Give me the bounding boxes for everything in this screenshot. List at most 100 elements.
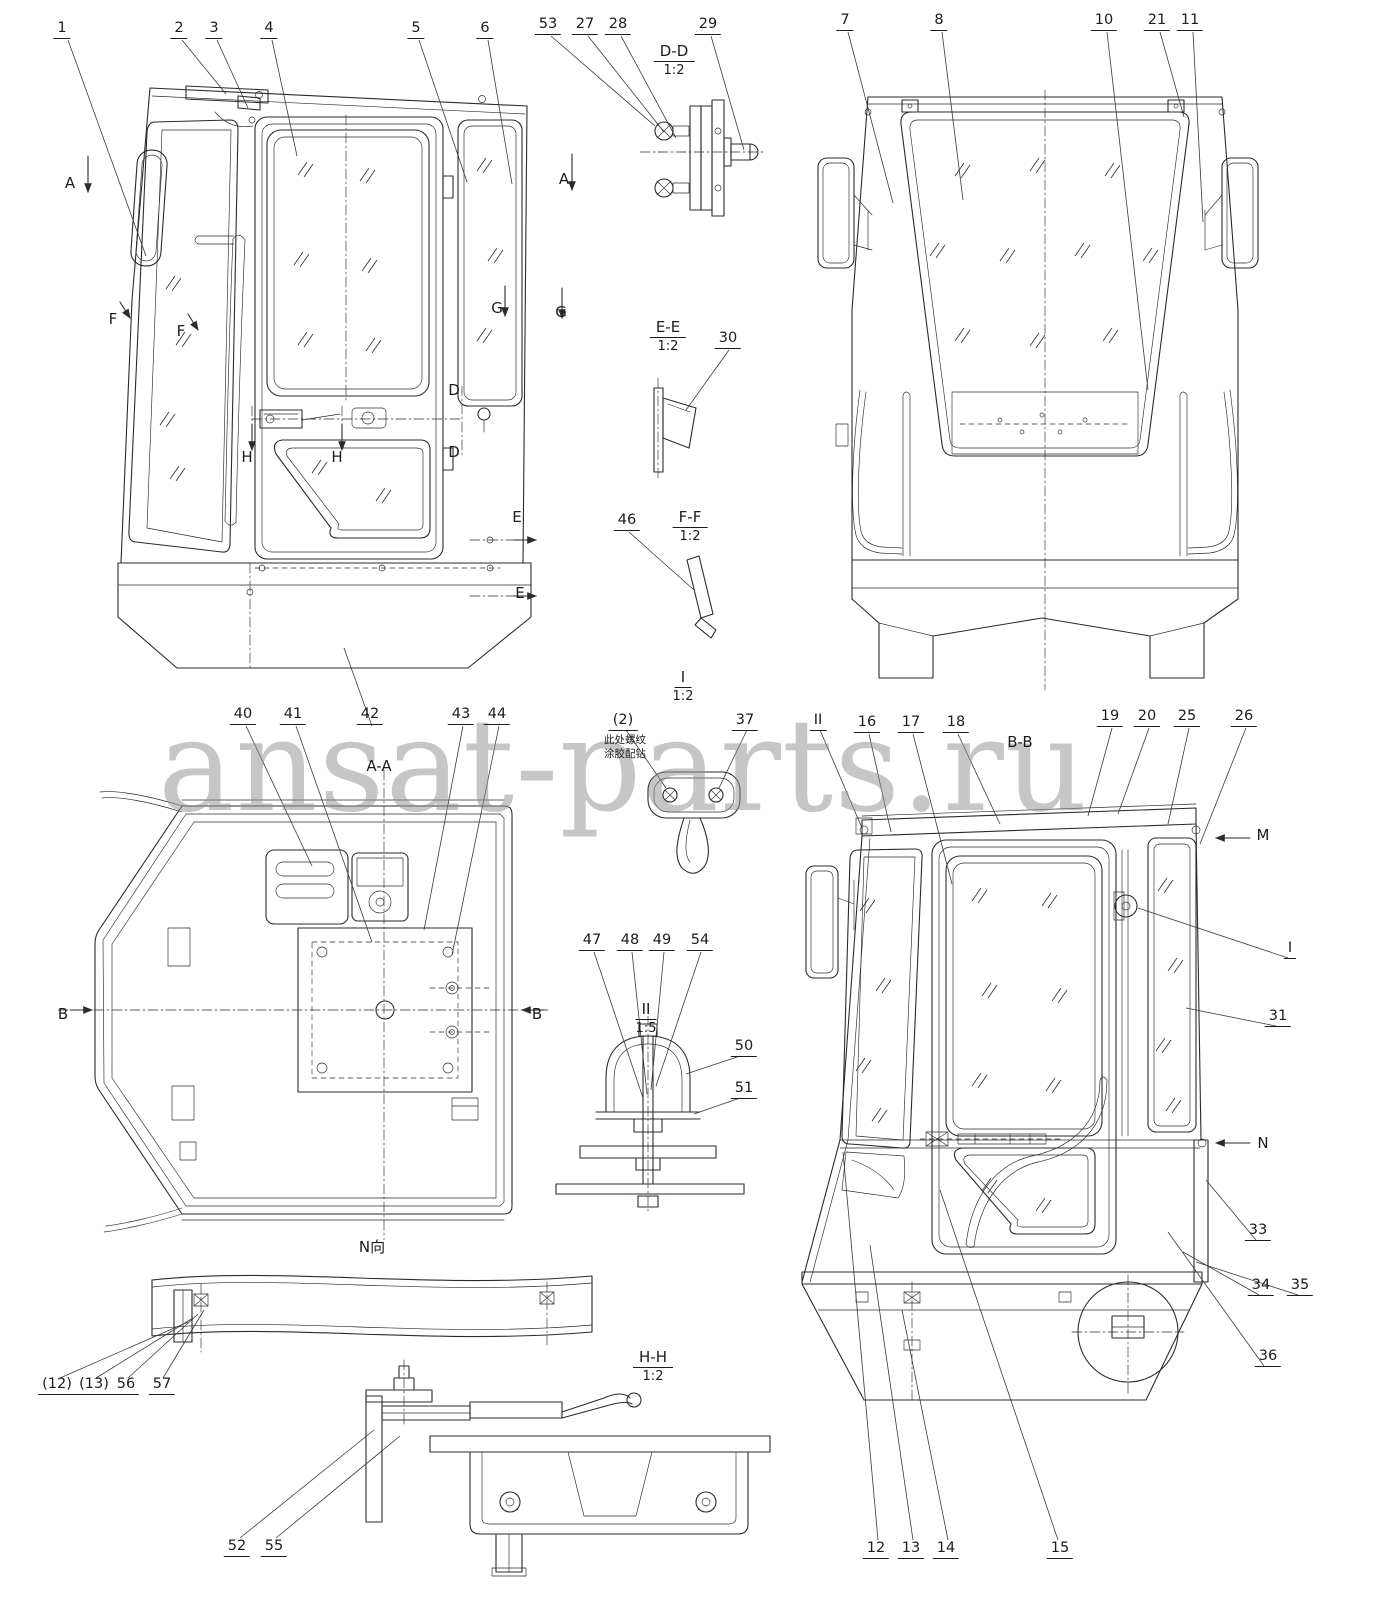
section-marker-A: A	[558, 170, 570, 188]
view-title-label: B-B	[1007, 733, 1033, 751]
callout-28: 28	[604, 16, 632, 35]
detail-i	[647, 771, 741, 874]
callout-3: 3	[205, 20, 223, 39]
callout-12: 12	[862, 1540, 890, 1559]
callout-37: 37	[731, 712, 759, 731]
section-marker-G: G	[555, 303, 567, 321]
view-title-label: II	[635, 1000, 657, 1020]
detail-ii	[555, 1015, 745, 1215]
callout-52: 52	[223, 1538, 251, 1557]
callout-54: 54	[686, 932, 714, 951]
callout-26: 26	[1230, 708, 1258, 727]
callout-31: 31	[1264, 1008, 1292, 1027]
callout-16: 16	[853, 714, 881, 733]
side-view	[84, 85, 576, 669]
rear-view	[817, 89, 1259, 691]
view-title-scale: 1:5	[635, 1021, 657, 1036]
view-title-label: F-F	[672, 508, 708, 528]
view-title-label: N向	[358, 1238, 386, 1256]
callout-11: 11	[1176, 12, 1204, 31]
top-view	[57, 769, 549, 1241]
detail-ff	[686, 555, 717, 639]
callout-21: 21	[1143, 12, 1171, 31]
assembly-note-line2: 涂胶配钻	[604, 748, 646, 760]
callout-43: 43	[447, 706, 475, 725]
callout-4: 4	[260, 20, 278, 39]
callout-41: 41	[279, 706, 307, 725]
view-title-scale: 1:2	[663, 63, 685, 78]
section-marker-A: A	[64, 174, 76, 192]
callout-36: 36	[1254, 1348, 1282, 1367]
callout-13: 13	[897, 1540, 925, 1559]
callout-19: 19	[1096, 708, 1124, 727]
callout-20: 20	[1133, 708, 1161, 727]
callout-2: (2)	[608, 712, 638, 731]
view-title-N向: N向	[359, 1236, 385, 1257]
view-title-label: D-D	[653, 42, 695, 62]
section-marker-F: F	[176, 322, 186, 340]
callout-8: 8	[930, 12, 948, 31]
callout-5: 5	[407, 20, 425, 39]
callout-57: 57	[148, 1376, 176, 1395]
callout-10: 10	[1090, 12, 1118, 31]
view-title-A-A: A-A	[366, 757, 391, 775]
detail-dd	[639, 99, 767, 217]
callout-56: 56	[112, 1376, 140, 1395]
view-title-label: A-A	[366, 757, 392, 775]
leader-lines	[59, 31, 1299, 1541]
callout-50: 50	[730, 1038, 758, 1057]
section-marker-F: F	[108, 310, 118, 328]
callout-27: 27	[571, 16, 599, 35]
section-marker-M: M	[1256, 826, 1270, 844]
n-view	[151, 1274, 593, 1353]
callout-34: 34	[1247, 1277, 1275, 1296]
view-title-scale: 1:2	[679, 529, 701, 544]
callout-2: 2	[170, 20, 188, 39]
callout-47: 47	[578, 932, 606, 951]
view-title-label: I	[674, 668, 692, 688]
section-marker-B: B	[531, 1005, 543, 1023]
view-title-label: E-E	[649, 318, 687, 338]
callout-35: 35	[1286, 1277, 1314, 1296]
section-marker-E: E	[512, 508, 522, 526]
callout-33: 33	[1244, 1222, 1272, 1241]
callout-15: 15	[1046, 1540, 1074, 1559]
callout-14: 14	[932, 1540, 960, 1559]
callout-25: 25	[1173, 708, 1201, 727]
view-title-B-B: B-B	[1007, 733, 1032, 751]
callout-13: (13)	[75, 1376, 113, 1395]
view-title-scale: 1:2	[642, 1369, 664, 1384]
callout-6: 6	[476, 20, 494, 39]
section-marker-H: H	[241, 448, 253, 466]
bb-view	[801, 803, 1251, 1401]
section-marker-H: H	[331, 448, 343, 466]
callout-46: 46	[613, 512, 641, 531]
callout-40: 40	[229, 706, 257, 725]
section-marker-D: D	[448, 381, 460, 399]
section-marker-G: G	[491, 299, 503, 317]
callout-55: 55	[260, 1538, 288, 1557]
callout-53: 53	[534, 16, 562, 35]
callout-II: II	[809, 712, 827, 731]
callout-18: 18	[942, 714, 970, 733]
callout-12: (12)	[38, 1376, 76, 1395]
callout-42: 42	[356, 706, 384, 725]
callout-17: 17	[897, 714, 925, 733]
view-title-scale: 1:2	[657, 339, 679, 354]
section-marker-D: D	[448, 443, 460, 461]
callout-29: 29	[694, 16, 722, 35]
callout-I: I	[1283, 940, 1297, 959]
detail-ee	[653, 377, 697, 481]
view-title-label: H-H	[633, 1348, 673, 1368]
callout-30: 30	[714, 330, 742, 349]
callout-51: 51	[730, 1080, 758, 1099]
view-title-scale: 1:2	[672, 689, 694, 704]
callout-1: 1	[53, 20, 71, 39]
